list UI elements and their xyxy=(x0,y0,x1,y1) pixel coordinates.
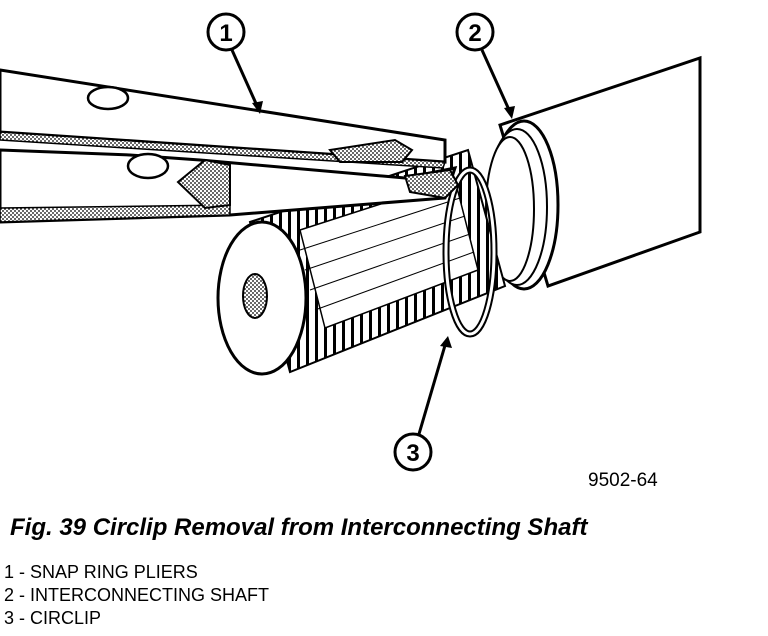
callout-2: 2 xyxy=(455,12,515,119)
figure-code: 9502-64 xyxy=(588,470,658,491)
interconnecting-shaft xyxy=(485,55,702,291)
callout-3: 3 xyxy=(393,336,452,472)
legend-item-circlip: 3 - CIRCLIP xyxy=(4,608,102,628)
circlip xyxy=(442,166,498,338)
figure-caption: Fig. 39 Circlip Removal from Interconnec… xyxy=(10,514,588,541)
legend-item-snap-ring-pliers: 1 - SNAP RING PLIERS xyxy=(4,562,198,582)
callout-1-number: 1 xyxy=(219,20,232,47)
snap-ring-pliers xyxy=(0,68,460,224)
callout-2-number: 2 xyxy=(468,20,481,47)
circlip-removal-illustration: 1 2 3 9502-64 xyxy=(0,12,702,491)
legend-item-interconnecting-shaft: 2 - INTERCONNECTING SHAFT xyxy=(4,585,270,605)
callout-3-number: 3 xyxy=(406,440,419,467)
callout-1: 1 xyxy=(206,12,263,114)
legend: 1 - SNAP RING PLIERS 2 - INTERCONNECTING… xyxy=(4,561,269,630)
